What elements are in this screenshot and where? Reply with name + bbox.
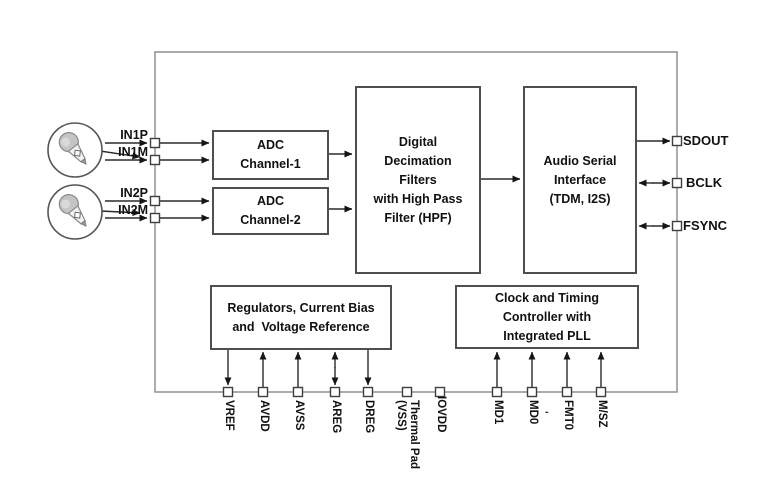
block-decimation-filters: Digital Decimation Filters with High Pas… bbox=[355, 86, 481, 274]
microphone-icon bbox=[47, 122, 103, 178]
pin-fsync bbox=[671, 220, 683, 232]
dash-mark: - bbox=[545, 406, 549, 418]
pin-label-iovdd: IOVDD bbox=[435, 396, 447, 433]
pin-label-areg: AREG bbox=[330, 400, 342, 434]
pin-label-avdd: AVDD bbox=[258, 400, 270, 432]
pin-label-in1p: IN1P bbox=[120, 128, 148, 142]
pin-label-msz: M/SZ bbox=[596, 400, 608, 428]
pin-avdd bbox=[257, 386, 269, 398]
pin-in1p bbox=[149, 137, 161, 149]
mic2-connector bbox=[100, 209, 141, 217]
pin-label-in2m: IN2M bbox=[118, 203, 148, 217]
microphone-icon bbox=[47, 184, 103, 240]
pin-fmt0 bbox=[561, 386, 573, 398]
block-clock-controller: Clock and Timing Controller with Integra… bbox=[455, 285, 639, 349]
pin-label-md1: MD1 bbox=[492, 400, 504, 425]
pin-avss bbox=[292, 386, 304, 398]
pin-md1 bbox=[491, 386, 503, 398]
pin-label-fmt0: FMT0 bbox=[562, 400, 574, 431]
pin-sdout bbox=[671, 135, 683, 147]
pin-label-md0: MD0 bbox=[527, 400, 539, 425]
pin-dreg bbox=[362, 386, 374, 398]
block-adc-channel-1: ADC Channel-1 bbox=[212, 130, 329, 180]
pin-in2m bbox=[149, 212, 161, 224]
pin-label-vref: VREF bbox=[223, 400, 235, 431]
pin-areg bbox=[329, 386, 341, 398]
pin-label-in2p: IN2P bbox=[120, 186, 148, 200]
pin-label-sdout: SDOUT bbox=[683, 133, 729, 148]
pin-msz bbox=[595, 386, 607, 398]
pin-thermal-pad bbox=[401, 386, 413, 398]
connector-lines bbox=[99, 137, 671, 387]
pin-label-bclk: BCLK bbox=[686, 175, 723, 190]
pin-label-fsync: FSYNC bbox=[683, 218, 728, 233]
mic1-connector bbox=[99, 150, 141, 160]
pin-label-in1m: IN1M bbox=[118, 145, 148, 159]
pin-iovdd bbox=[434, 386, 446, 398]
pin-label-dreg: DREG bbox=[363, 400, 375, 434]
pin-terminals bbox=[149, 135, 683, 398]
pin-label-thermal-pad: Thermal Pad (VSS) bbox=[395, 400, 420, 470]
pin-vref bbox=[222, 386, 234, 398]
pin-bclk bbox=[671, 177, 683, 189]
block-audio-serial-interface: Audio Serial Interface (TDM, I2S) bbox=[523, 86, 637, 274]
pin-in1m bbox=[149, 154, 161, 166]
block-adc-channel-2: ADC Channel-2 bbox=[212, 187, 329, 235]
pin-in2p bbox=[149, 195, 161, 207]
pin-md0 bbox=[526, 386, 538, 398]
pin-label-avss: AVSS bbox=[293, 400, 305, 431]
block-regulators: Regulators, Current Bias and Voltage Ref… bbox=[210, 285, 392, 350]
